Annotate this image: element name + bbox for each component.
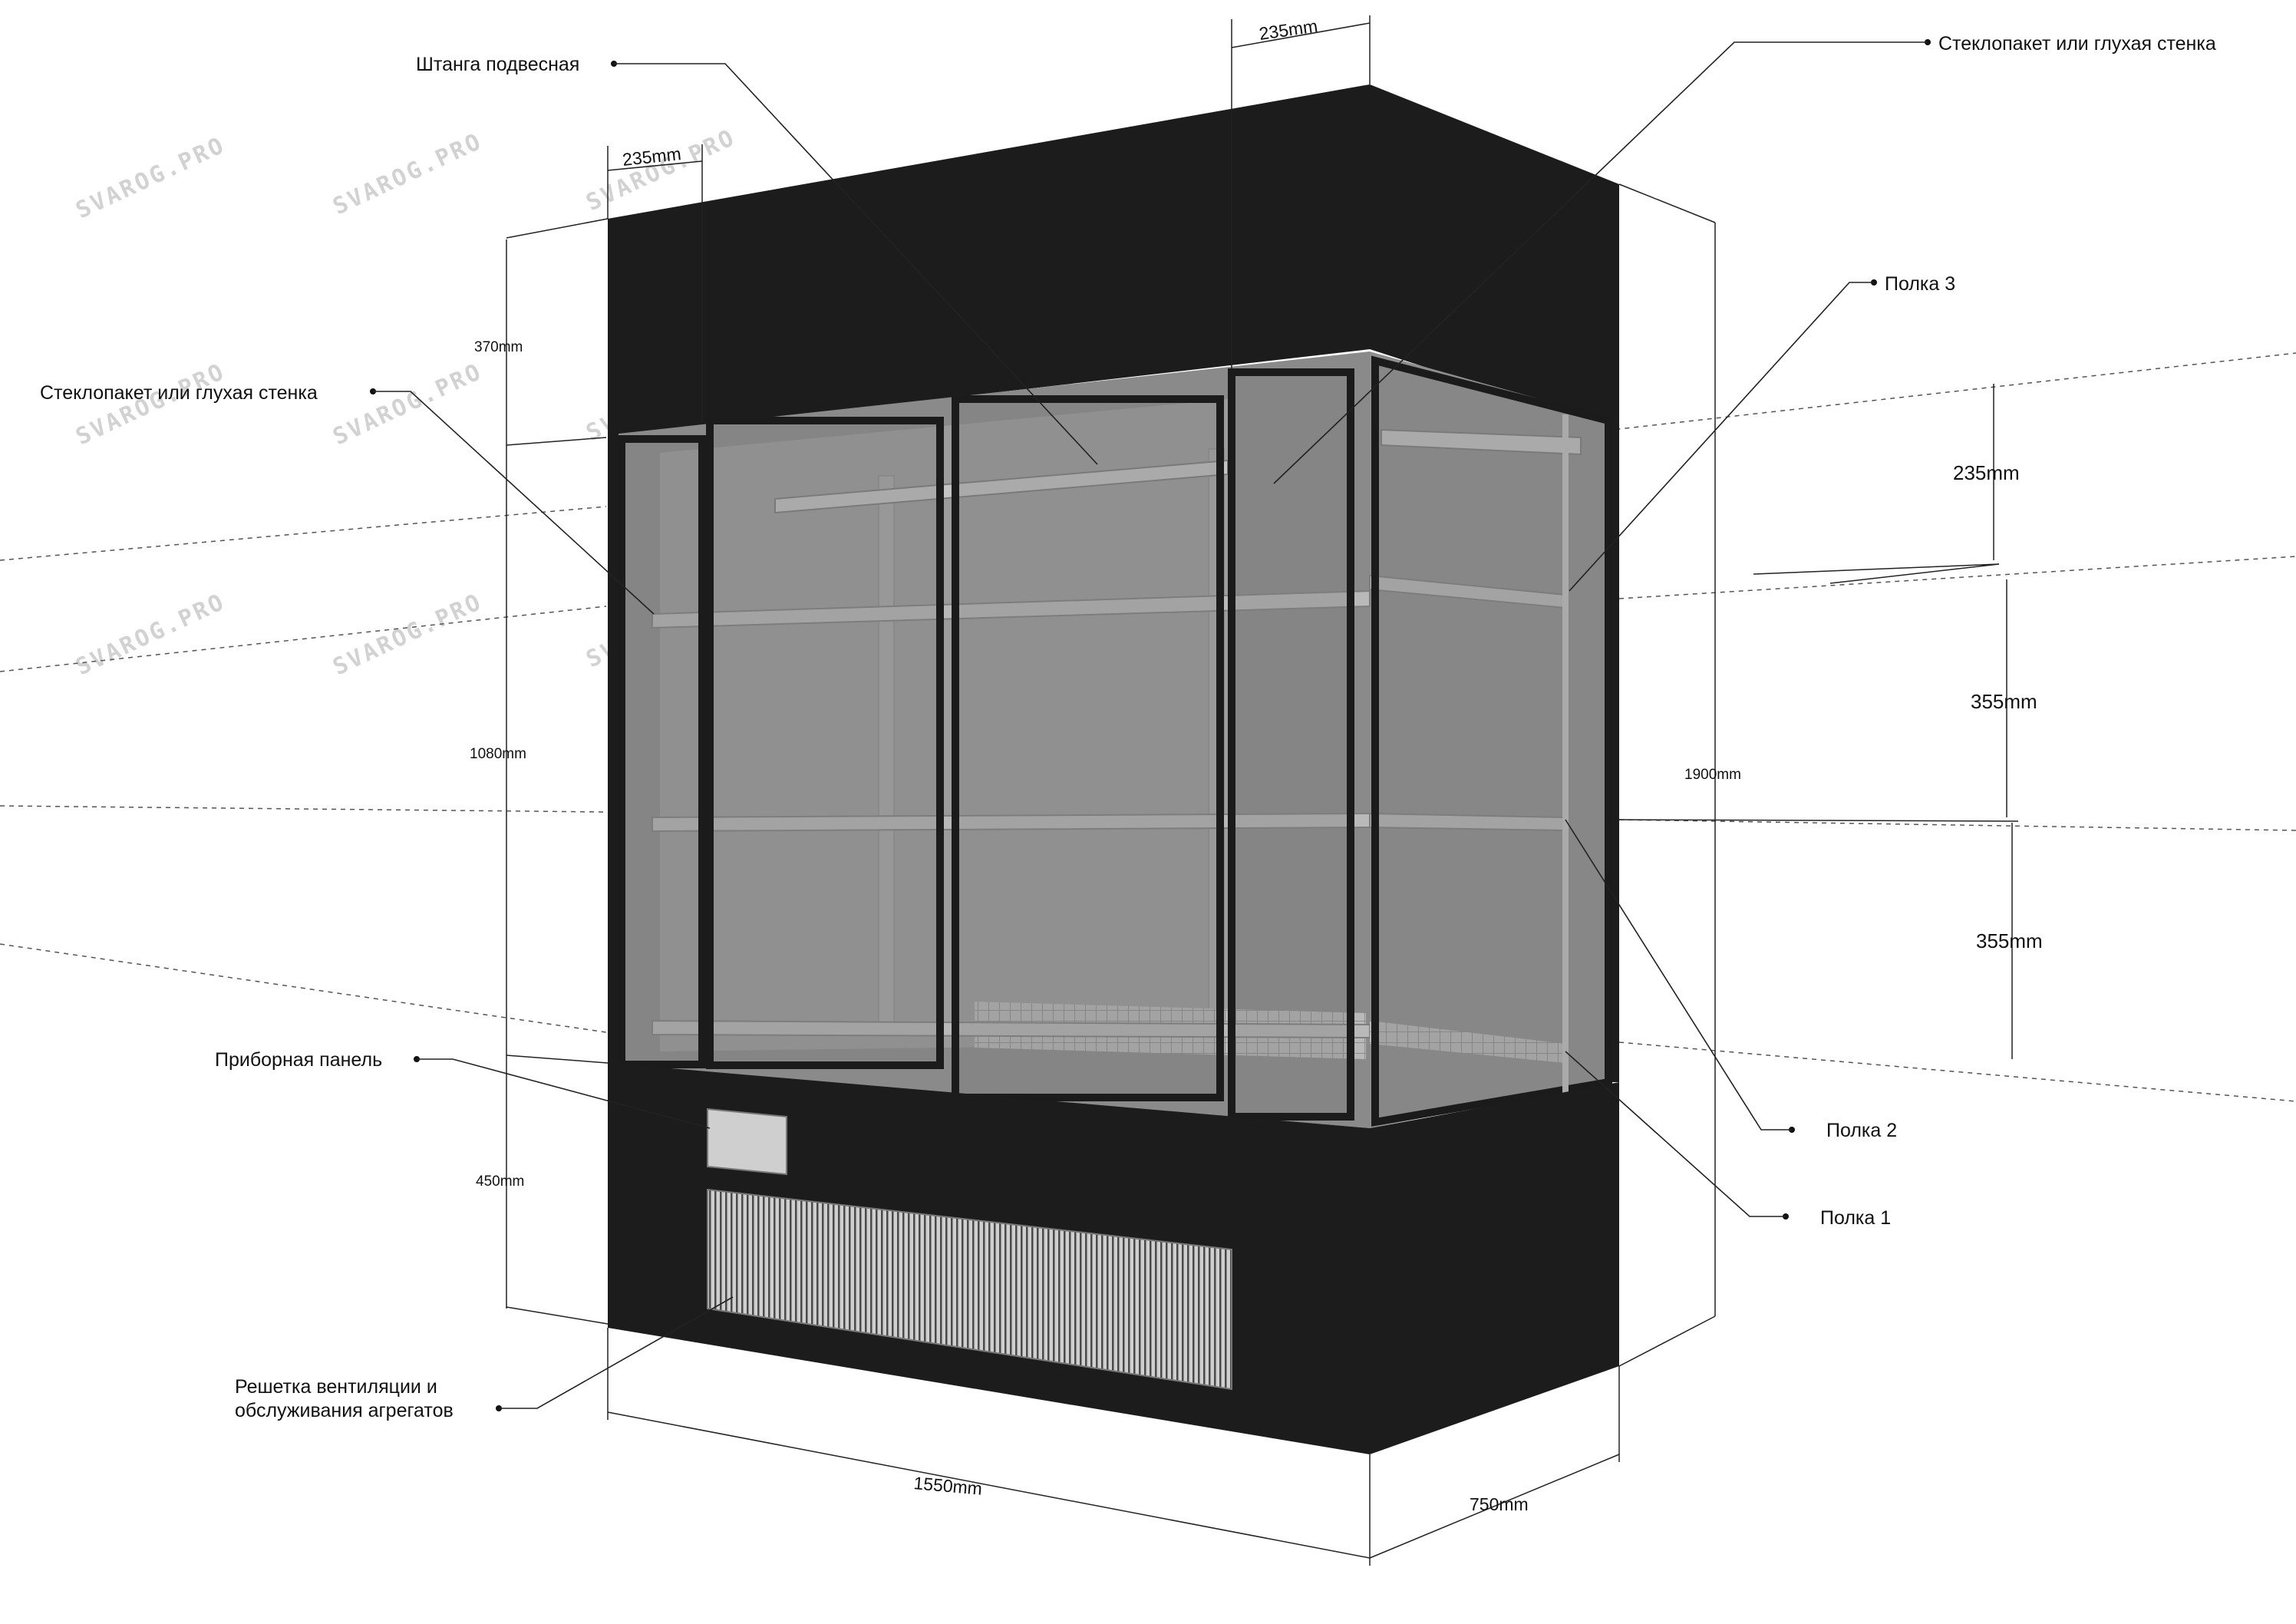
shelf-1-side-grid — [1370, 1021, 1565, 1063]
side-glass-wall — [1371, 355, 1612, 1127]
control-panel[interactable] — [707, 1107, 787, 1176]
dim-top-width-right: 235mm — [1258, 16, 1319, 44]
callout-labels: Штанга подвесная Стеклопакет или глухая … — [40, 33, 2216, 1421]
label-vent-grille-line2: обслуживания агрегатов — [235, 1400, 454, 1421]
label-shelf-2: Полка 2 — [1826, 1120, 1897, 1141]
base-side — [1370, 1082, 1619, 1454]
dim-base-height: 450mm — [476, 1173, 524, 1190]
dim-shelf-gap-bottom: 355mm — [1976, 929, 2043, 952]
label-vent-grille-line1: Решетка вентиляции и — [235, 1376, 437, 1398]
label-control-panel: Приборная панель — [215, 1049, 382, 1071]
watermark-text: SVAROG.PRO — [329, 589, 487, 682]
watermark-text: SVAROG.PRO — [72, 589, 230, 682]
label-glass-right: Стеклопакет или глухая стенка — [1938, 33, 2216, 54]
label-shelf-1: Полка 1 — [1820, 1207, 1891, 1229]
dim-total-width: 1550mm — [913, 1473, 983, 1499]
label-hanging-rail: Штанга подвесная — [416, 54, 579, 75]
dim-shelf-gap-top: 235mm — [1953, 461, 2020, 484]
top-canopy — [608, 84, 1619, 437]
watermark-text: SVAROG.PRO — [72, 358, 230, 451]
dim-depth: 750mm — [1470, 1494, 1529, 1514]
dim-glass-section-height: 1080mm — [470, 746, 526, 762]
side-glass-area — [1370, 352, 1608, 1128]
vent-grille — [707, 1188, 1232, 1391]
glass-door-2[interactable] — [952, 395, 1224, 1101]
label-shelf-3: Полка 3 — [1885, 273, 1955, 295]
glass-door-1[interactable] — [706, 417, 944, 1069]
cabinet — [608, 84, 1619, 1454]
hanging-rail-side — [1381, 428, 1582, 456]
side-glass-pane-left — [618, 435, 706, 1068]
watermark-text: SVAROG.PRO — [329, 358, 487, 451]
dimension-lines — [506, 15, 2019, 1566]
watermark-text: SVAROG.PRO — [329, 128, 487, 221]
side-glass-pane-right — [1228, 368, 1354, 1121]
watermark-text: SVAROG.PRO — [72, 132, 230, 225]
dim-shelf-gap-middle: 355mm — [1971, 690, 2037, 713]
shelf-3-front — [652, 589, 1371, 629]
dim-total-height: 1900mm — [1684, 767, 1741, 783]
dim-top-section-height: 370mm — [474, 339, 523, 355]
label-glass-left: Стеклопакет или глухая стенка — [40, 382, 318, 404]
leader-lines — [370, 39, 1931, 1411]
